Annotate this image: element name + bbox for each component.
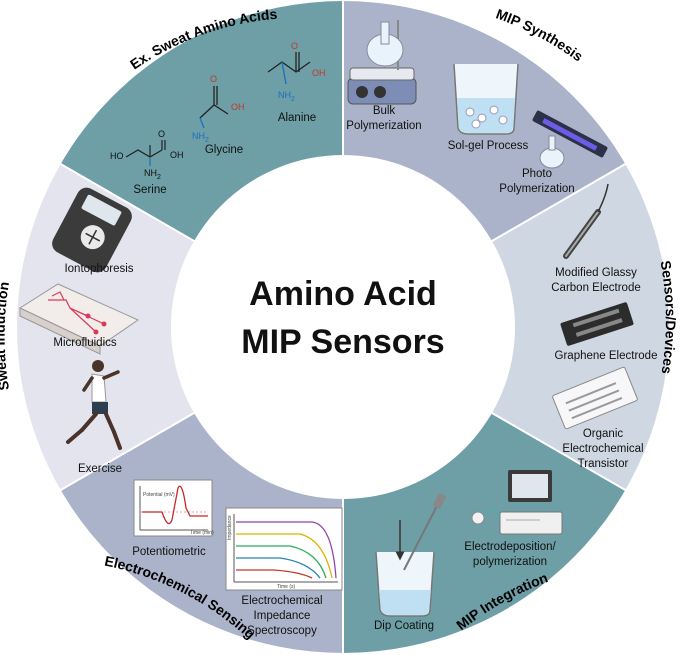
sol-gel-beaker-icon (453, 63, 519, 135)
glycine-label: Glycine (205, 144, 243, 156)
bulk-polymerization-icon (347, 20, 417, 105)
glycine-o-atom: O (210, 74, 217, 84)
serine-nh2-atom: NH2 (144, 168, 161, 181)
potentiometric-x-axis: Time (min) (190, 530, 214, 536)
serine-structure-icon (125, 140, 166, 166)
impedance-y-axis: Impedance (227, 515, 233, 540)
organic-transistor-icon (552, 366, 638, 430)
sol-gel-label: Sol-gel Process (448, 140, 529, 152)
segment-title-sensors-devices: Sensors/Devices (657, 259, 678, 375)
oect-label-3: Transistor (578, 458, 629, 470)
photo-polymerization-label-1: Photo (522, 168, 552, 180)
electrodeposition-label-2: polymerization (473, 556, 547, 568)
oect-label-2: Electrochemical (562, 443, 643, 455)
eis-label-2: Impedance (254, 610, 311, 622)
center-title-line1: Amino Acid (249, 275, 437, 313)
center-circle (171, 155, 515, 499)
dip-coating-beaker-icon (375, 492, 447, 617)
photo-polymerization-label-2: Polymerization (499, 183, 574, 195)
alanine-label: Alanine (278, 112, 316, 124)
glycine-oh-atom: OH (231, 102, 245, 112)
potentiometric-y-axis: Potential (mV) (143, 492, 175, 498)
bulk-polymerization-label-1: Bulk (373, 105, 396, 117)
center-title-line2: MIP Sensors (241, 323, 444, 361)
potentiometric-graph-icon (133, 479, 213, 537)
alanine-oh-atom: OH (312, 68, 326, 78)
exercise-runner-icon (66, 360, 122, 450)
exercise-label: Exercise (78, 463, 122, 475)
electrodeposition-label-1: Electrodeposition/ (464, 541, 556, 553)
dip-coating-label: Dip Coating (374, 620, 434, 632)
microfluidics-chip-icon (18, 283, 140, 355)
glassy-carbon-label-2: Carbon Electrode (551, 282, 641, 294)
glycine-structure-icon (199, 86, 229, 129)
iontophoresis-label: Iontophoresis (64, 263, 133, 275)
glassy-carbon-label-1: Modified Glassy (555, 267, 637, 279)
microfluidics-label: Microfluidics (53, 337, 117, 349)
serine-oh-atom: OH (170, 150, 184, 160)
alanine-structure-icon (267, 52, 311, 85)
oect-label-1: Organic (583, 428, 624, 440)
impedance-x-axis: Time (s) (277, 584, 295, 590)
serine-label: Serine (133, 184, 166, 196)
photo-polymerization-lamp-icon (532, 110, 608, 169)
potentiometric-label: Potentiometric (132, 546, 206, 558)
glassy-carbon-electrode-icon (563, 183, 609, 259)
alanine-nh2-atom: NH2 (278, 90, 295, 103)
serine-ho-atom: HO (110, 151, 124, 161)
alanine-o-atom: O (291, 41, 298, 51)
eis-label-1: Electrochemical (241, 595, 322, 607)
electrodeposition-station-icon (471, 470, 563, 535)
glycine-nh2-atom: NH2 (192, 131, 209, 144)
graphene-electrode-icon (560, 302, 634, 346)
bulk-polymerization-label-2: Polymerization (346, 120, 421, 132)
serine-o-atom: O (158, 129, 165, 139)
impedance-graph-icon (225, 507, 343, 591)
eis-label-3: Spectroscopy (247, 625, 317, 637)
graphene-electrode-label: Graphene Electrode (555, 350, 658, 362)
iontophoresis-device-icon (52, 187, 132, 273)
